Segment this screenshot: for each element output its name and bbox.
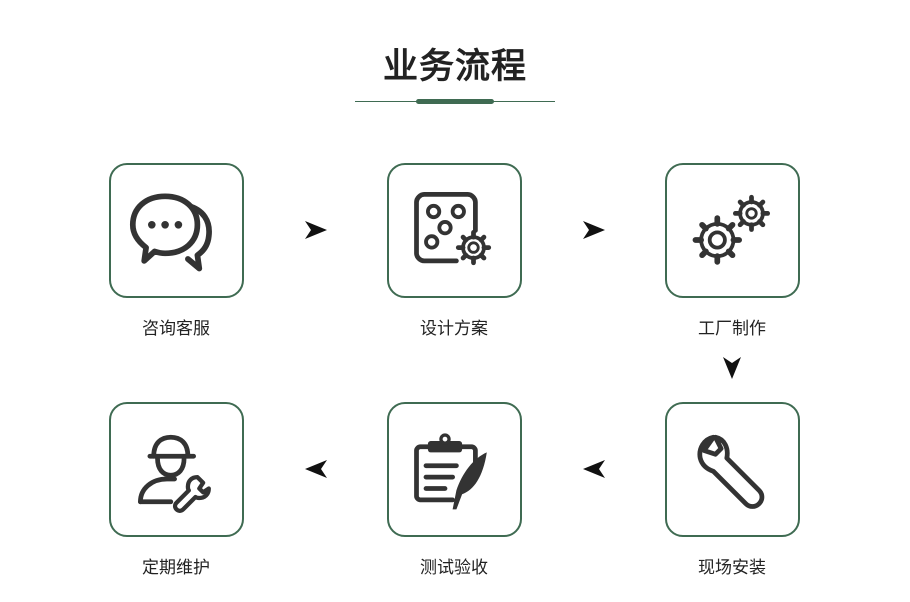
arrow-down xyxy=(719,355,745,381)
step-label-manufacture: 工厂制作 xyxy=(698,319,766,339)
step-label-consult: 咨询客服 xyxy=(142,319,210,339)
step-card-maintenance xyxy=(109,402,244,537)
step-label-install: 现场安装 xyxy=(698,558,766,578)
gears-icon xyxy=(692,194,771,265)
chat-bubbles-icon xyxy=(129,193,212,272)
step-label-design: 设计方案 xyxy=(420,319,488,339)
page-title: 业务流程 xyxy=(382,47,527,87)
step-card-install xyxy=(665,402,800,537)
step-card-design xyxy=(387,163,522,298)
worker-wrench-icon xyxy=(138,434,211,513)
step-card-manufacture xyxy=(665,163,800,298)
clipboard-quill-icon xyxy=(414,433,487,510)
step-label-maintenance: 定期维护 xyxy=(142,558,210,578)
step-card-consult xyxy=(109,163,244,298)
design-board-gear-icon xyxy=(414,192,492,266)
title-underline-accent xyxy=(416,99,494,104)
arrow-right-1 xyxy=(303,217,329,243)
step-card-acceptance xyxy=(387,402,522,537)
wrench-icon xyxy=(697,434,765,509)
step-label-acceptance: 测试验收 xyxy=(420,558,488,578)
arrow-right-2 xyxy=(581,217,607,243)
arrow-left-1 xyxy=(581,456,607,482)
arrow-left-2 xyxy=(303,456,329,482)
